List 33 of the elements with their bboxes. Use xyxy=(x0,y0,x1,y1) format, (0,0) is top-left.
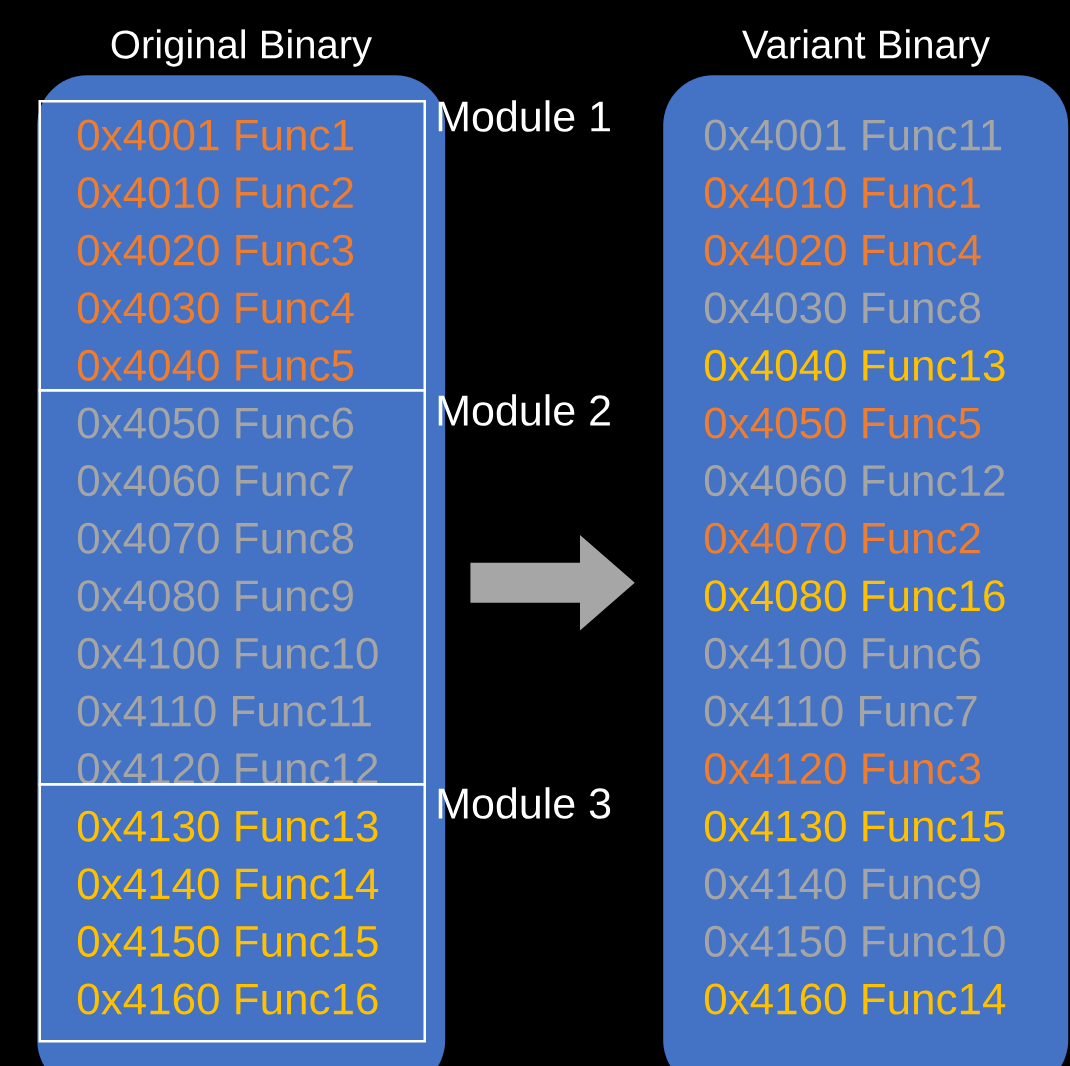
function-entry: 0x4160 Func16 xyxy=(77,983,378,1015)
function-entry: 0x4140 Func9 xyxy=(704,868,980,900)
function-entry: 0x4060 Func7 xyxy=(77,465,353,497)
function-entry: 0x4110 Func7 xyxy=(704,695,977,727)
panel-title: Variant Binary xyxy=(742,29,990,67)
function-entry: 0x4070 Func8 xyxy=(77,522,354,554)
function-entry: 0x4001 Func1 xyxy=(77,119,353,151)
function-entry: 0x4080 Func16 xyxy=(704,580,1005,612)
function-entry: 0x4040 Func13 xyxy=(704,349,1005,381)
function-entry: 0x4060 Func12 xyxy=(704,465,1005,497)
function-entry: 0x4150 Func15 xyxy=(77,925,378,957)
function-entry: 0x4070 Func2 xyxy=(704,522,980,554)
function-entry: 0x4001 Func11 xyxy=(704,119,1002,151)
function-entry: 0x4040 Func5 xyxy=(77,349,354,381)
function-entry: 0x4020 Func4 xyxy=(704,234,981,266)
function-entry: 0x4130 Func13 xyxy=(77,810,378,842)
function-entry: 0x4050 Func5 xyxy=(704,407,981,439)
function-entry: 0x4120 Func3 xyxy=(704,753,981,785)
function-entry: 0x4130 Func15 xyxy=(704,810,1005,842)
function-entry: 0x4010 Func2 xyxy=(77,177,353,209)
function-entry: 0x4100 Func6 xyxy=(704,637,981,669)
function-entry: 0x4020 Func3 xyxy=(77,234,354,266)
function-entry: 0x4160 Func14 xyxy=(704,983,1006,1015)
function-entry: 0x4080 Func9 xyxy=(77,580,353,612)
function-entry: 0x4010 Func1 xyxy=(704,177,980,209)
function-entry: 0x4150 Func10 xyxy=(704,925,1005,957)
function-entry: 0x4030 Func8 xyxy=(704,292,981,324)
function-entry: 0x4110 Func11 xyxy=(77,695,371,727)
function-entry: 0x4030 Func4 xyxy=(77,292,354,324)
function-entry: 0x4050 Func6 xyxy=(77,407,354,439)
function-entry: 0x4100 Func10 xyxy=(77,637,378,669)
panel-title: Original Binary xyxy=(111,29,372,67)
function-entry: 0x4140 Func14 xyxy=(77,868,379,900)
